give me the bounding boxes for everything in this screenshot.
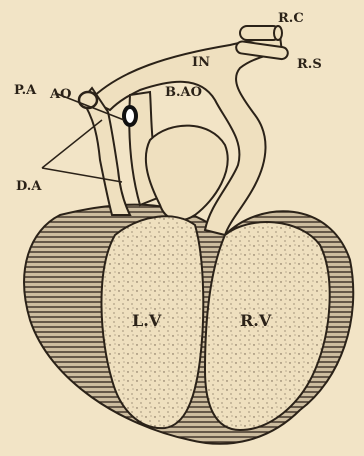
- label-rc: R.C: [278, 11, 304, 26]
- right-carotid-opening: [274, 26, 282, 40]
- label-in: IN: [192, 55, 210, 70]
- da-leader-line-1: [42, 120, 102, 168]
- label-rv: R.V: [240, 311, 272, 330]
- pulmonary-artery-opening: [124, 107, 136, 125]
- label-da: D.A: [16, 179, 42, 194]
- label-rs: R.S: [297, 57, 322, 72]
- label-lv: L.V: [132, 311, 162, 330]
- label-bao: B.AO: [165, 85, 202, 100]
- label-ao: AO: [49, 87, 71, 102]
- label-pa: P.A: [14, 83, 37, 98]
